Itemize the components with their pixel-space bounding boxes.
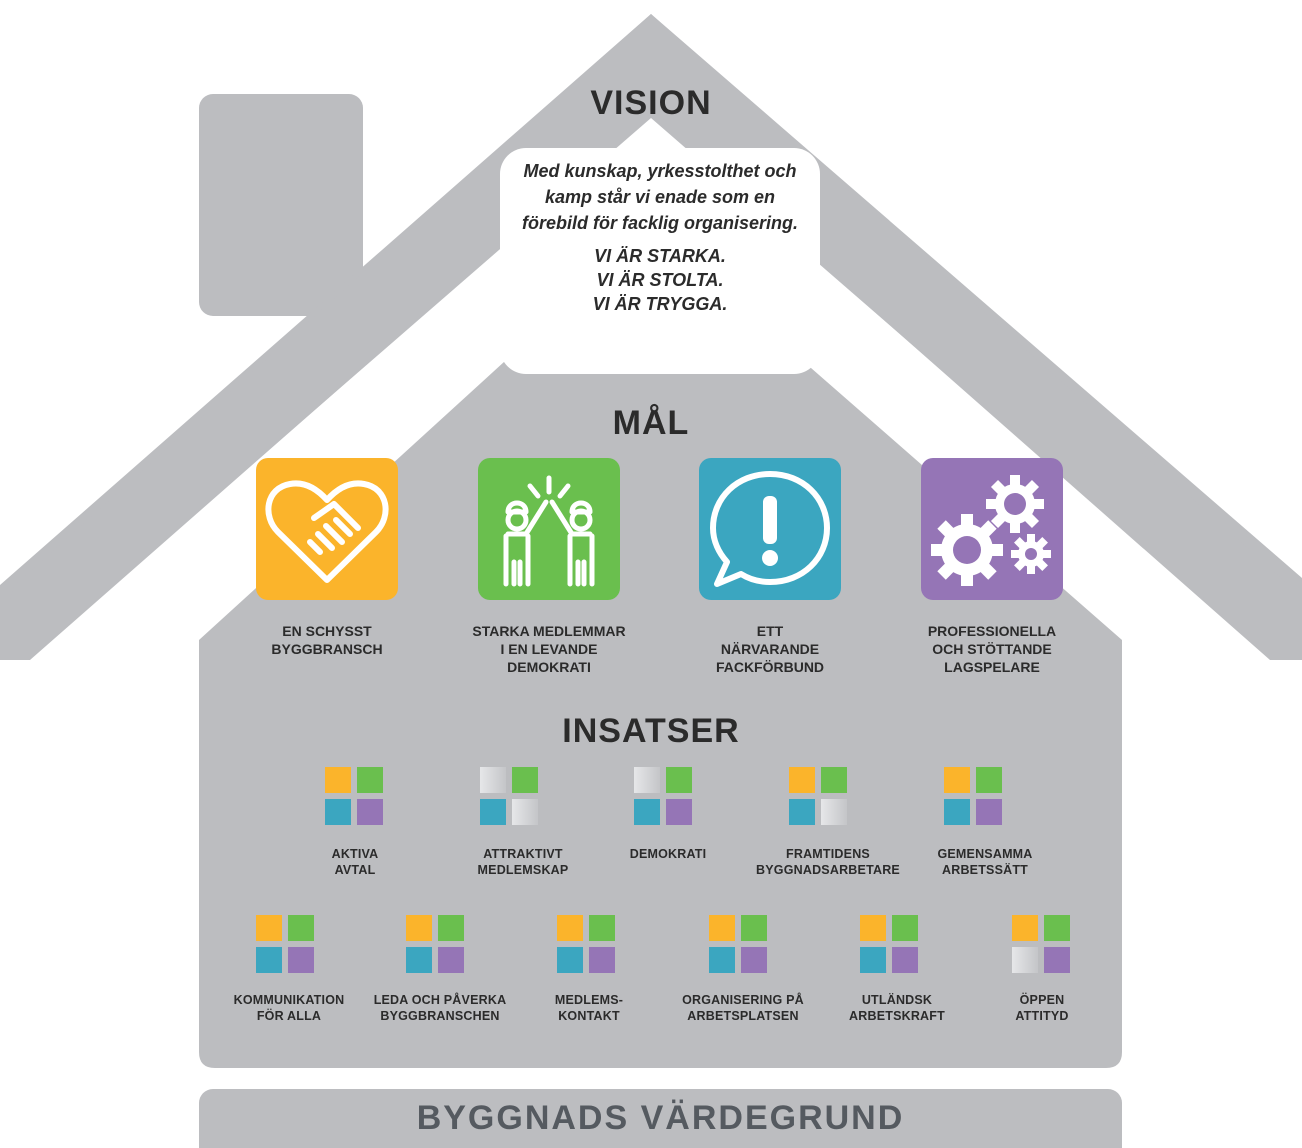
color-square — [821, 799, 847, 825]
color-square — [789, 799, 815, 825]
effort-label: ATTRAKTIVT MEDLEMSKAP — [477, 847, 569, 877]
goal-label: STARKA MEDLEMMAR I EN LEVANDE DEMOKRATI — [472, 623, 626, 675]
color-square — [666, 767, 692, 793]
effort-label: DEMOKRATI — [629, 847, 707, 861]
footer-label: BYGGNADS VÄRDEGRUND — [416, 1099, 905, 1137]
heart-handshake-icon — [265, 480, 389, 583]
color-square — [288, 915, 314, 941]
effort-label: MEDLEMS- KONTAKT — [554, 993, 624, 1023]
color-square — [892, 947, 918, 973]
four-squares-icon — [325, 767, 385, 827]
vision-box: Med kunskap, yrkesstolthet och kamp står… — [500, 148, 820, 374]
color-square — [709, 947, 735, 973]
four-squares-icon — [789, 767, 849, 827]
effort-label: ORGANISERING PÅ ARBETSPLATSEN — [682, 993, 804, 1023]
color-square — [821, 767, 847, 793]
goal-label: EN SCHYSST BYGGBRANSCH — [271, 623, 383, 657]
color-square — [357, 799, 383, 825]
four-squares-icon — [406, 915, 466, 975]
house-body — [199, 228, 1122, 1068]
color-square — [557, 915, 583, 941]
color-square — [709, 915, 735, 941]
goals-title: MÅL — [612, 404, 690, 442]
vision-statement: Med kunskap, yrkesstolthet och kamp står… — [521, 161, 799, 233]
motto-line: VI ÄR STARKA. — [594, 246, 726, 266]
color-square — [976, 799, 1002, 825]
effort-label: ÖPPEN ATTITYD — [1015, 993, 1069, 1023]
effort-label: GEMENSAMMA ARBETSSÄTT — [937, 847, 1033, 877]
color-square — [789, 767, 815, 793]
color-square — [406, 947, 432, 973]
effort-label: LEDA OCH PÅVERKA BYGGBRANSCHEN — [373, 993, 507, 1023]
color-square — [666, 799, 692, 825]
color-square — [438, 947, 464, 973]
color-square — [512, 799, 538, 825]
color-square — [325, 799, 351, 825]
color-square — [288, 947, 314, 973]
color-square — [256, 915, 282, 941]
goal-tile-present-union — [699, 458, 841, 600]
vision-title: VISION — [590, 84, 712, 122]
color-square — [438, 915, 464, 941]
color-square — [325, 767, 351, 793]
color-square — [1044, 947, 1070, 973]
color-square — [589, 915, 615, 941]
color-square — [1012, 915, 1038, 941]
color-square — [1012, 947, 1038, 973]
color-square — [741, 947, 767, 973]
color-square — [634, 767, 660, 793]
four-squares-icon — [557, 915, 617, 975]
goal-label: ETT NÄRVARANDE FACKFÖRBUND — [715, 623, 825, 675]
speech-bubble-exclamation-icon — [710, 471, 830, 587]
four-squares-icon — [860, 915, 920, 975]
effort-label: KOMMUNIKATION FÖR ALLA — [233, 993, 345, 1023]
color-square — [480, 799, 506, 825]
footer-bar — [199, 1089, 1122, 1148]
color-square — [512, 767, 538, 793]
color-square — [860, 915, 886, 941]
color-square — [741, 915, 767, 941]
color-square — [256, 947, 282, 973]
color-square — [406, 915, 432, 941]
motto-line: VI ÄR STOLTA. — [596, 270, 724, 290]
four-squares-icon — [709, 915, 769, 975]
four-squares-icon — [480, 767, 540, 827]
color-square — [480, 767, 506, 793]
four-squares-icon — [256, 915, 316, 975]
goal-tile-fair-industry — [256, 458, 398, 600]
color-square — [634, 799, 660, 825]
color-square — [976, 767, 1002, 793]
effort-label: UTLÄNDSK ARBETSKRAFT — [849, 993, 945, 1023]
color-square — [557, 947, 583, 973]
goal-tile-strong-members — [478, 458, 620, 600]
high-five-workers-icon — [503, 475, 595, 587]
four-squares-icon — [1012, 915, 1072, 975]
color-square — [860, 947, 886, 973]
color-square — [944, 799, 970, 825]
color-square — [357, 767, 383, 793]
color-square — [1044, 915, 1070, 941]
goal-tile-professional-team — [921, 458, 1063, 600]
color-square — [892, 915, 918, 941]
four-squares-icon — [944, 767, 1004, 827]
house-chimney — [199, 94, 363, 316]
efforts-title: INSATSER — [562, 712, 740, 750]
four-squares-icon — [634, 767, 694, 827]
goal-label: PROFESSIONELLA OCH STÖTTANDE LAGSPELARE — [927, 623, 1057, 675]
effort-label: FRAMTIDENS BYGGNADSARBETARE — [756, 847, 900, 877]
color-square — [589, 947, 615, 973]
gears-icon — [931, 475, 1051, 586]
color-square — [944, 767, 970, 793]
effort-label: AKTIVA AVTAL — [331, 847, 379, 877]
motto-line: VI ÄR TRYGGA. — [592, 294, 728, 314]
